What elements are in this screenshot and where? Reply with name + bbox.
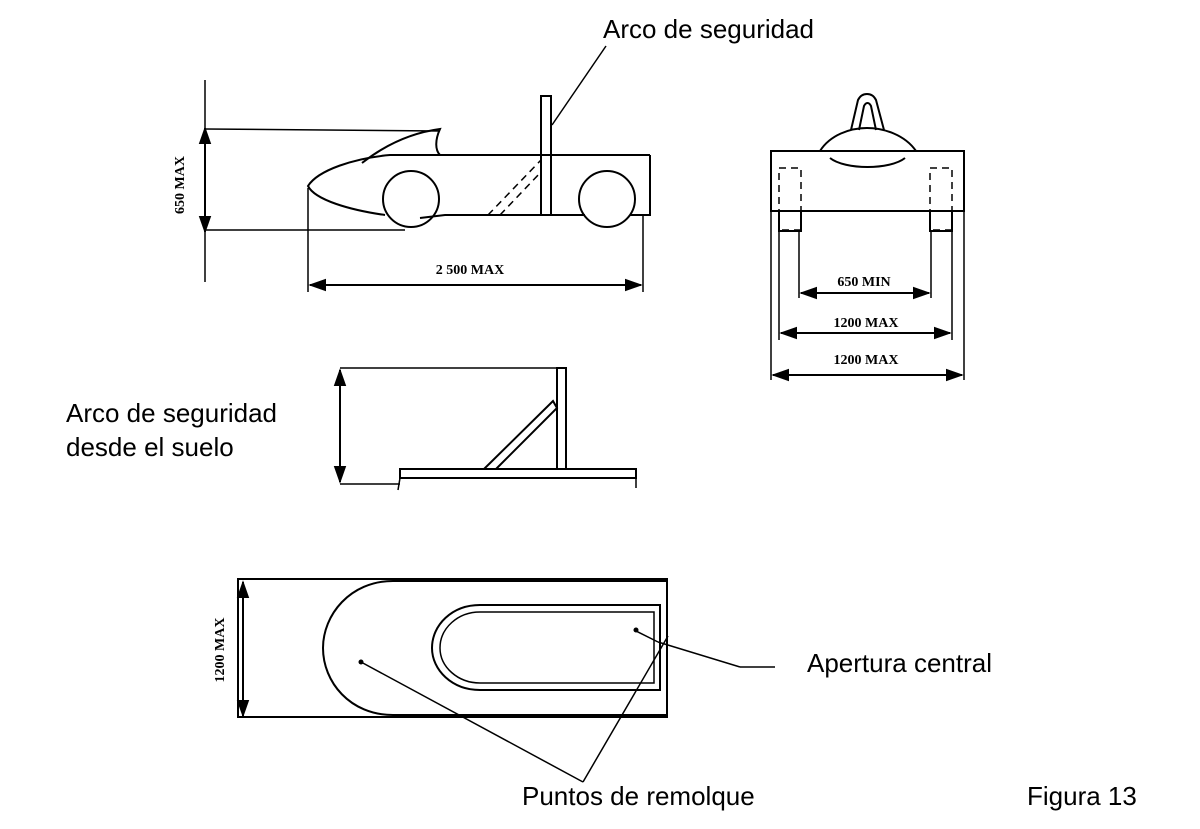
roll-bar-ground-label-line1: Arco de seguridad bbox=[66, 398, 277, 428]
right-wheel-hidden bbox=[929, 167, 953, 231]
height-max-label: 650 MAX bbox=[173, 156, 188, 214]
towing-leader-rear bbox=[582, 635, 669, 783]
front-cowl-lower bbox=[829, 157, 906, 168]
car-body-outline bbox=[306, 154, 651, 219]
figure-label: Figura 13 bbox=[1027, 781, 1137, 811]
left-wheel bbox=[778, 210, 802, 232]
roll-bar-diagonal-brace bbox=[483, 399, 559, 470]
roll-bar-upright bbox=[556, 367, 567, 470]
front-roll-hoop bbox=[850, 93, 885, 131]
towing-leader-front bbox=[360, 661, 584, 783]
roll-bar-label: Arco de seguridad bbox=[603, 14, 814, 44]
front-body-outline bbox=[770, 150, 965, 212]
front-cowl bbox=[819, 126, 917, 152]
plan-outline bbox=[237, 578, 668, 718]
central-opening-inner bbox=[439, 611, 655, 684]
plan-inner-contour bbox=[321, 580, 667, 716]
roll-bar bbox=[540, 95, 552, 216]
front-wheel bbox=[382, 170, 440, 228]
left-wheel-hidden bbox=[778, 167, 802, 231]
roll-bar-brace-dashed bbox=[487, 159, 542, 216]
length-max-label: 2 500 MAX bbox=[436, 263, 504, 278]
central-opening-leader-1 bbox=[633, 629, 659, 643]
side-view: 650 MAX Arco de seguridad 2 500 MAX bbox=[173, 14, 814, 292]
roll-bar-ground-view: Arco de seguridad desde el suelo bbox=[66, 367, 637, 491]
height-top-reference-line bbox=[204, 128, 441, 132]
track-min-label: 650 MIN bbox=[837, 275, 890, 290]
plan-view: 1200 MAX Apertura central Puntos de remo… bbox=[213, 578, 992, 811]
plan-width-max-label: 1200 MAX bbox=[213, 618, 228, 683]
width-max-inner-label: 1200 MAX bbox=[834, 316, 899, 331]
central-opening-outline bbox=[430, 604, 661, 691]
base-end-left bbox=[397, 477, 401, 491]
roll-bar-brace-dashed-2 bbox=[499, 171, 542, 216]
central-opening-label: Apertura central bbox=[807, 648, 992, 678]
rear-wheel bbox=[578, 170, 636, 228]
front-roll-hoop-inner bbox=[858, 102, 877, 131]
width-max-outer-label: 1200 MAX bbox=[834, 353, 899, 368]
roll-bar-leader-line bbox=[551, 45, 607, 126]
towing-points-label: Puntos de remolque bbox=[522, 781, 755, 811]
windscreen-cowl bbox=[361, 127, 442, 164]
roll-bar-ground-label-line2: desde el suelo bbox=[66, 432, 234, 462]
right-wheel bbox=[929, 210, 953, 232]
roll-bar-base bbox=[399, 468, 637, 479]
central-opening-leader-2 bbox=[657, 641, 741, 668]
front-view: 650 MIN 1200 MAX 1200 MAX bbox=[770, 93, 965, 382]
